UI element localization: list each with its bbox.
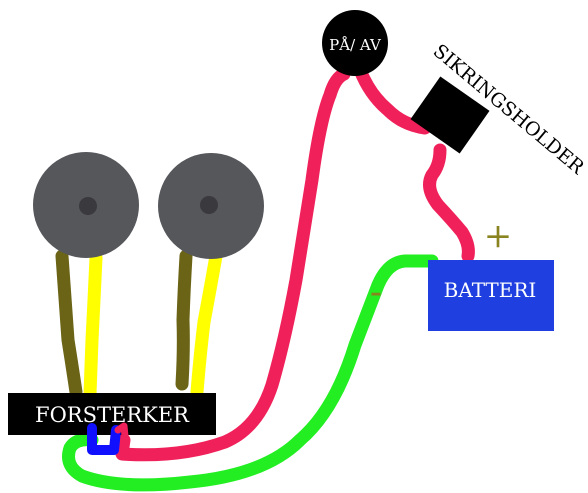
speaker-right-negative-wire	[175, 249, 193, 391]
speaker-right-center	[200, 196, 218, 214]
speaker-left-center	[79, 197, 97, 215]
power-switch-label: PÅ/ AV	[329, 36, 382, 54]
ground-wire	[62, 254, 439, 492]
speaker-left-positive-wire	[83, 251, 103, 401]
battery-minus-sign: -	[370, 272, 382, 313]
amplifier-terminal-ground	[87, 423, 121, 455]
battery-plus-sign: +	[484, 216, 513, 256]
power-switch	[322, 10, 388, 76]
battery	[428, 260, 554, 331]
power-wire-fuse-to-battery	[423, 143, 475, 263]
power-wire-switch-to-fuse	[353, 63, 432, 135]
speaker-right-positive-wire	[190, 249, 223, 399]
amplifier-terminal-power	[114, 422, 130, 450]
battery-label: BATTERI	[444, 278, 537, 302]
amplifier-label: FORSTERKER	[35, 403, 190, 427]
fuse-holder	[410, 76, 490, 154]
speaker-right	[158, 153, 264, 259]
power-wire-amplifier-to-switch	[115, 67, 351, 462]
speaker-left	[33, 152, 139, 258]
speaker-left-negative-wire	[55, 249, 83, 399]
